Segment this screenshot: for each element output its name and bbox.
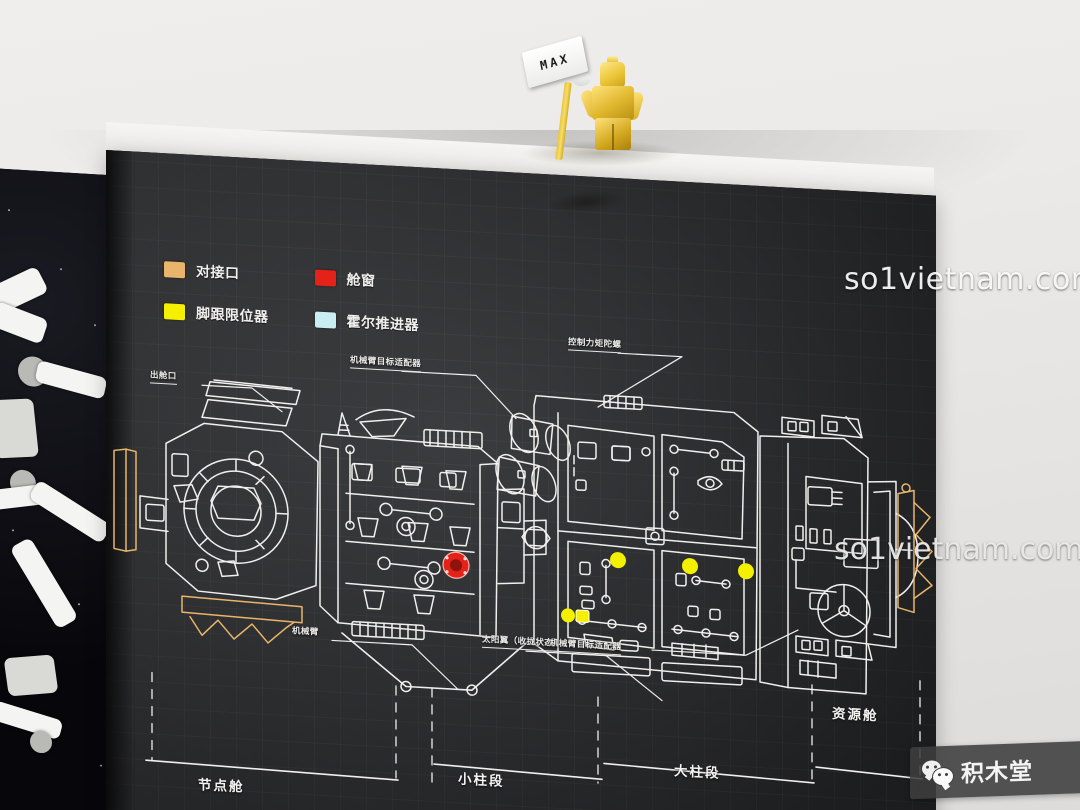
small-column-group [319, 408, 499, 641]
section-label-node-module: 节点舱 [198, 777, 245, 796]
minifigure-torso [592, 86, 634, 120]
foot-restraints [561, 552, 754, 623]
minifigure-legs [595, 118, 631, 150]
docking-port-left [113, 448, 137, 552]
propellant-tanks [495, 412, 571, 503]
sign-text: MAX [538, 50, 572, 74]
window-red-small-column [442, 551, 470, 579]
watermark-bottom: so1vietnam.com [834, 532, 1080, 567]
watermark-top: so1vietnam.com [844, 262, 1080, 297]
head-stud [607, 56, 618, 64]
section-label-small-column: 小柱段 [458, 771, 505, 790]
wechat-badge: 积木堂 [910, 740, 1080, 800]
sign-post [555, 81, 572, 161]
clear-round-brick [571, 72, 591, 86]
callout-hatch: 出舱口 [150, 368, 177, 385]
minifigure-head [600, 62, 625, 88]
booklet-right-page: 对接口 舱窗 脚跟限位器 霍尔推进器 [106, 150, 936, 810]
station-schematic [113, 352, 933, 786]
callout-cmg: 控制力矩陀螺 [568, 335, 622, 354]
callout-robotic-arm: 机械臂 [292, 626, 319, 638]
module-transition [497, 488, 551, 585]
section-label-resource-module: 资源舱 [832, 705, 879, 725]
section-brackets [145, 671, 923, 786]
robotic-arm-element [341, 632, 527, 696]
badge-label: 积木堂 [961, 758, 1033, 788]
section-label-large-column: 大柱段 [674, 763, 721, 782]
booklet-left-page [0, 168, 122, 810]
docking-port-bottom [181, 595, 303, 644]
node-module-group [139, 379, 319, 601]
hardware-block [3, 654, 59, 697]
wechat-icon [922, 760, 954, 787]
docking-port-aft [897, 483, 933, 614]
hardware-joint [30, 730, 52, 754]
resource-module-group [759, 414, 919, 695]
hardware-block [0, 398, 39, 459]
callout-leaders [201, 352, 799, 702]
lego-minifigure: MAX [516, 30, 666, 161]
